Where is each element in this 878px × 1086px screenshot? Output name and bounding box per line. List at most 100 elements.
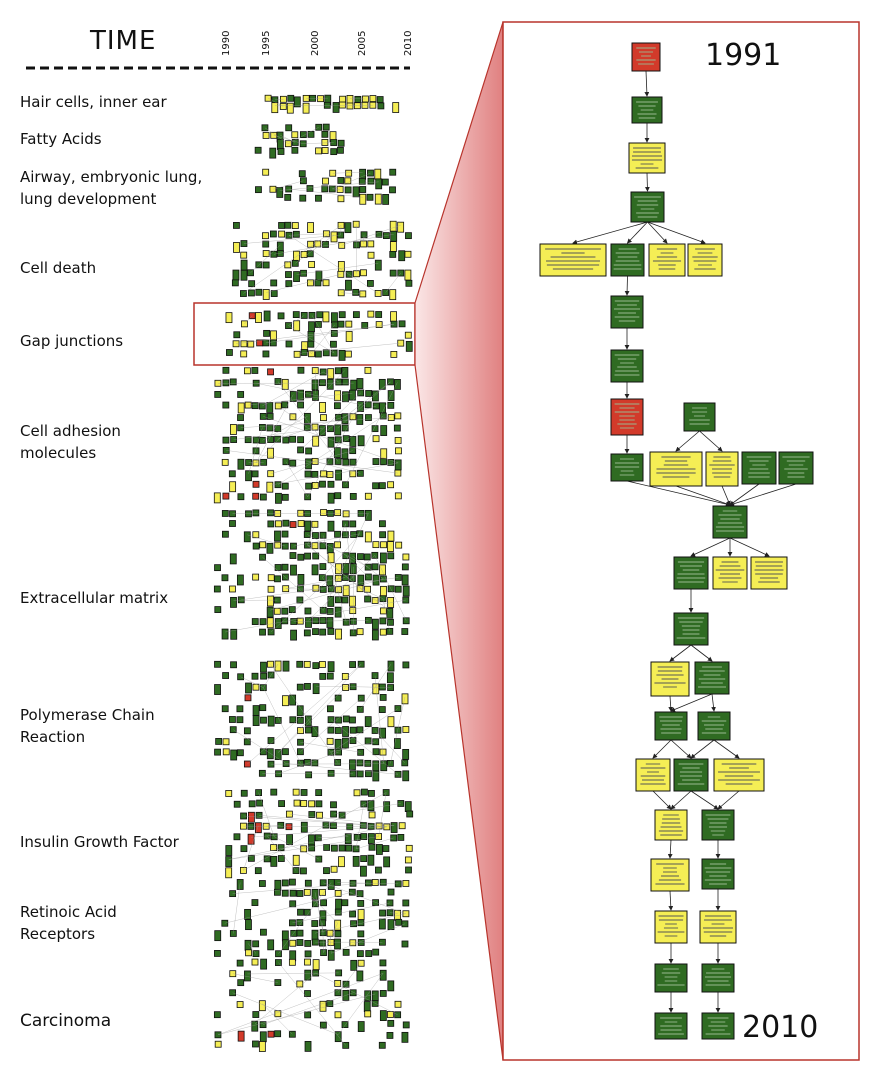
graph-node [342,391,349,403]
graph-node [312,628,319,636]
graph-node [335,716,342,724]
zoom-funnel [414,21,504,1061]
graph-node [258,880,266,887]
graph-node [365,950,373,957]
detail-graph [539,42,814,1040]
graph-edge [274,836,319,860]
detail-node [631,42,661,72]
graph-node [379,909,386,917]
graph-node [319,379,326,387]
graph-node [214,684,221,695]
graph-node [233,331,241,339]
graph-node [243,531,251,543]
graph-node [222,738,230,746]
graph-node [379,969,387,981]
graph-node [222,672,230,679]
graph-node [275,492,282,504]
graph-node [281,401,289,409]
graph-node [368,789,375,797]
graph-edge [330,741,376,753]
graph-node [367,854,375,866]
graph-edge [315,972,398,1015]
graph-node [254,867,262,875]
graph-node [394,379,401,390]
graph-node [291,146,299,154]
graph-node [353,102,361,110]
graph-node [296,716,304,724]
detail-edge [721,485,731,506]
graph-node [372,770,380,782]
graph-node [319,425,326,436]
detail-node [701,809,735,841]
graph-node [341,899,349,907]
graph-node [308,844,316,852]
graph-node [262,261,270,269]
graph-node [286,834,293,845]
graph-node [389,168,397,176]
graph-node [353,241,360,249]
graph-node [245,682,252,694]
graph-node [304,683,311,690]
graph-node [263,310,271,322]
topic-label: Airway, embryonic lung, lung development [20,168,203,208]
graph-node [344,833,352,845]
detail-node [539,243,607,277]
graph-edge [356,837,394,849]
graph-node [311,929,319,941]
graph-node [251,470,259,478]
graph-node [229,585,236,593]
detail-node [650,661,690,697]
detail-edge [729,537,770,557]
graph-node [316,811,323,819]
graph-node [289,878,296,886]
graph-node [402,553,410,561]
graph-node [274,530,281,542]
detail-node-box [628,142,666,174]
graph-node [289,435,297,443]
graph-edge [278,687,346,753]
graph-node [243,738,251,746]
detail-node [712,556,748,590]
graph-node [382,845,390,852]
graph-node [345,279,352,291]
graph-node [260,928,267,936]
detail-edge [690,537,731,557]
graph-node [357,909,365,920]
graph-edge [293,533,360,547]
graph-edge [225,599,406,633]
graph-node [321,147,329,154]
graph-node [342,510,350,518]
graph-node [349,552,357,564]
detail-node [701,963,735,993]
graph-node [346,823,354,831]
graph-node [375,230,383,238]
graph-node [304,990,311,997]
detail-node [750,556,788,590]
graph-node [258,1041,266,1052]
graph-node [274,749,282,760]
graph-node [307,222,314,233]
graph-node [281,530,289,538]
graph-node [331,312,338,324]
graph-node [404,250,412,258]
graph-node [296,919,304,926]
graph-edge [278,962,346,1046]
graph-node [276,250,284,257]
graph-node [270,279,278,287]
graph-node [240,789,248,797]
graph-node [322,279,330,287]
graph-node [394,585,402,593]
detail-edge [624,275,630,296]
graph-node [368,833,375,844]
detail-edge [690,790,719,810]
graph-node [270,290,278,297]
graph-node [357,930,365,938]
detail-node [610,349,644,383]
detail-edge [647,221,706,244]
graph-node [367,280,374,287]
graph-node [285,280,293,288]
graph-edge [278,751,339,774]
graph-edge [300,742,361,753]
graph-edge [318,836,349,838]
topic-clusters [213,94,414,1052]
